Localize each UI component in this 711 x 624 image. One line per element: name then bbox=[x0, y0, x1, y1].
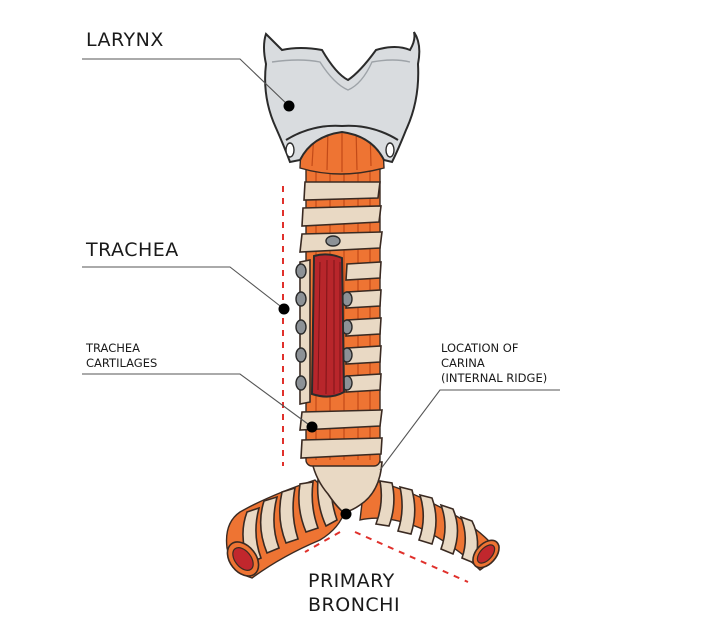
bronchi-marker bbox=[340, 508, 352, 520]
cartilages-marker bbox=[306, 421, 318, 433]
carina-label-line-3: (INTERNAL RIDGE) bbox=[441, 371, 547, 385]
larynx-label: LARYNX bbox=[86, 29, 164, 51]
trachea-label: TRACHEA bbox=[85, 239, 179, 261]
trachealis-muscle bbox=[310, 253, 346, 398]
trachea-marker bbox=[278, 303, 290, 315]
trachea-leader-line bbox=[82, 266, 285, 310]
carina-leader-line bbox=[379, 389, 560, 471]
cartilages-label-line-1: TRACHEA bbox=[85, 341, 140, 355]
larynx bbox=[263, 31, 421, 175]
larynx-marker bbox=[283, 100, 295, 112]
bronchus-right-dash bbox=[354, 531, 469, 583]
carina-label-line-1: LOCATION OF bbox=[441, 341, 518, 355]
left-primary-bronchus bbox=[225, 477, 346, 579]
trachea-cartilage-rings bbox=[299, 181, 383, 459]
bronchi-label-line-1: PRIMARY bbox=[308, 570, 395, 592]
cartilages-leader-line bbox=[82, 373, 313, 428]
carina-label-line-2: CARINA bbox=[441, 356, 485, 370]
right-primary-bronchus bbox=[359, 477, 500, 571]
cartilages-label-line-2: CARTILAGES bbox=[86, 356, 157, 370]
bronchi-label-line-2: BRONCHI bbox=[308, 594, 400, 616]
larynx-leader-line bbox=[82, 58, 290, 107]
